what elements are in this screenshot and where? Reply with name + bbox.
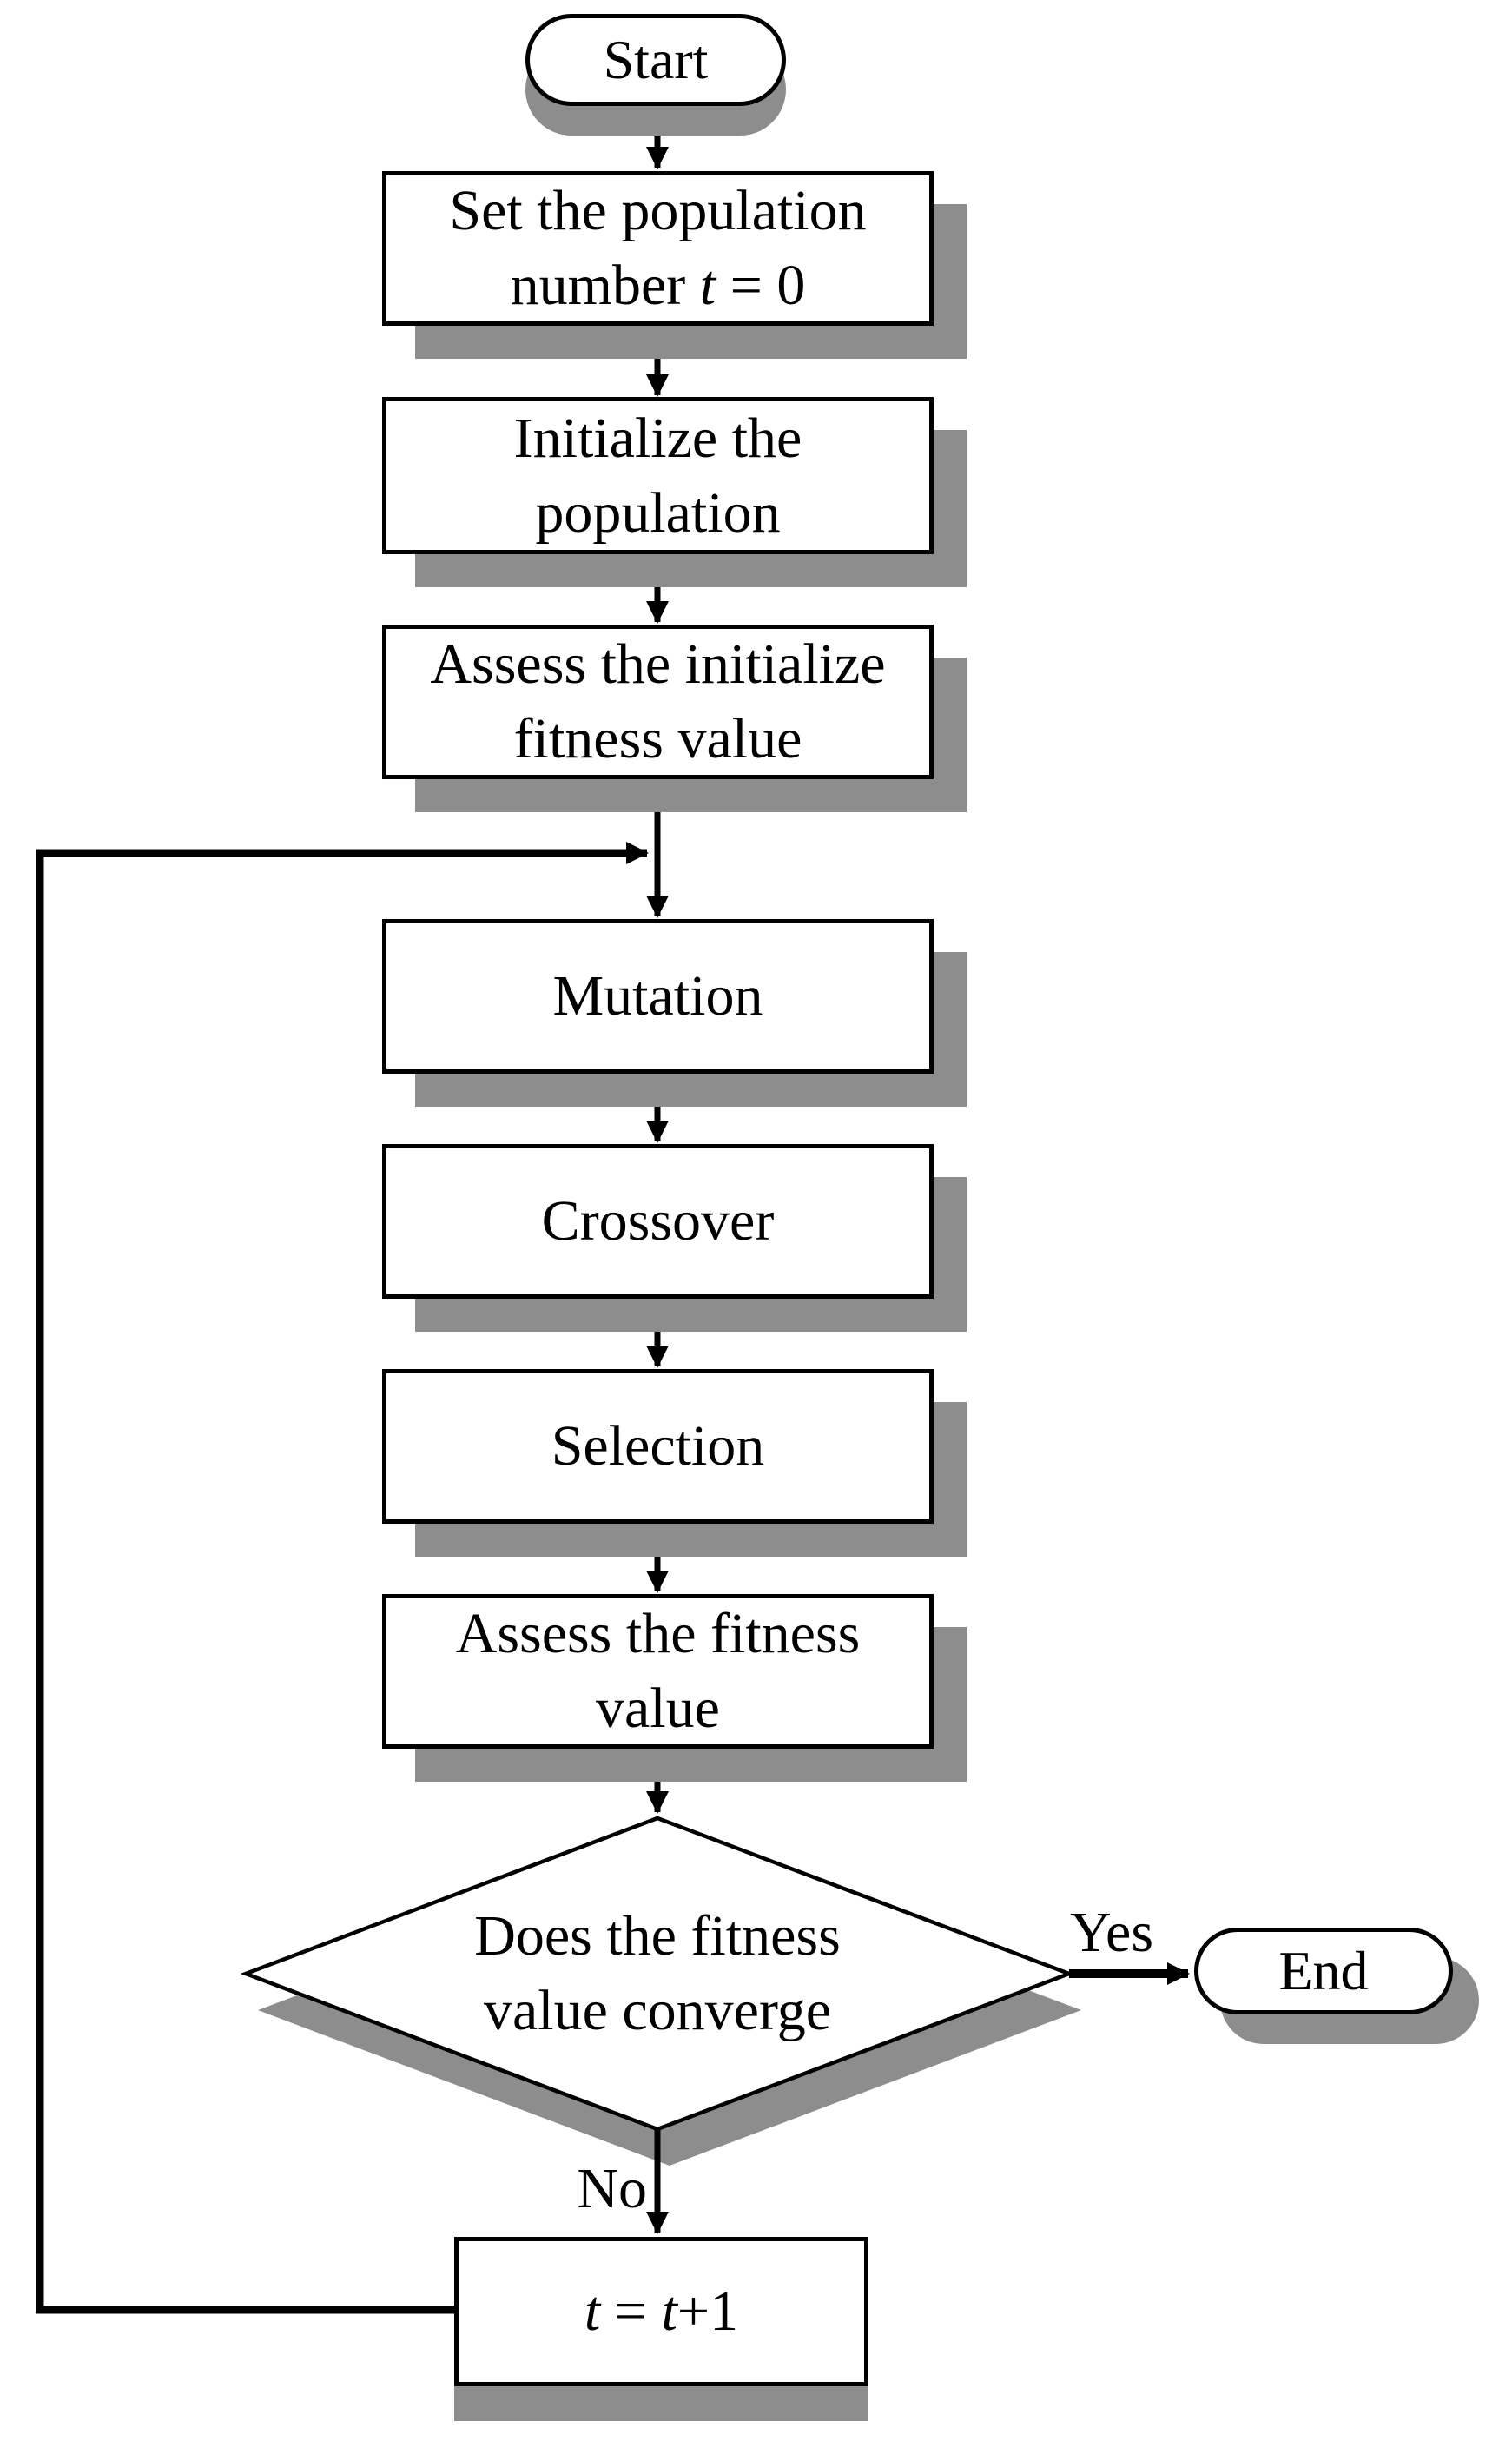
- node-mutation: Mutation: [382, 919, 934, 1074]
- node-initialize-line1: Initialize the: [513, 406, 802, 470]
- node-decision-converge: Does the fitness value converge: [380, 1897, 935, 2050]
- decision-diamond-shape: [240, 1816, 1075, 2132]
- node-selection-label: Selection: [551, 1414, 765, 1478]
- increment-var-t2: t: [661, 2279, 677, 2343]
- node-assess-initial-line1: Assess the initialize: [430, 632, 886, 696]
- node-initialize-population: Initialize the population: [382, 397, 934, 554]
- set-population-line2-post: = 0: [716, 254, 806, 317]
- node-assess-initial-line2: fitness value: [513, 707, 802, 771]
- node-end-label: End: [1278, 1940, 1369, 2001]
- node-assess-fitness-line2: value: [596, 1677, 720, 1740]
- node-assess-initial-fitness: Assess the initialize fitness value: [382, 625, 934, 779]
- node-set-population-line1: Set the population: [449, 179, 867, 242]
- node-assess-fitness-line1: Assess the fitness: [455, 1602, 861, 1665]
- increment-equals: =: [600, 2279, 662, 2343]
- node-initialize-line2: population: [535, 480, 781, 545]
- edge-loop-increment-to-mutation: [36, 842, 649, 2314]
- node-start: Start: [525, 14, 786, 106]
- node-selection: Selection: [382, 1369, 934, 1524]
- node-decision-line2: value converge: [483, 1979, 832, 2042]
- node-crossover-label: Crossover: [541, 1189, 775, 1253]
- node-increment-t: t = t+1: [454, 2237, 868, 2386]
- node-assess-fitness: Assess the fitness value: [382, 1594, 934, 1749]
- node-set-population: Set the population number t = 0: [382, 171, 934, 326]
- increment-var-t1: t: [584, 2279, 601, 2343]
- edge-label-no: No: [577, 2157, 647, 2220]
- node-increment-expression: t = t+1: [584, 2274, 738, 2349]
- node-end: End: [1194, 1928, 1453, 2014]
- set-population-line2-var-t: t: [699, 254, 716, 317]
- edge-label-yes: Yes: [1069, 1901, 1154, 1964]
- node-mutation-label: Mutation: [552, 964, 763, 1028]
- increment-suffix: +1: [677, 2279, 739, 2343]
- node-decision-line1: Does the fitness: [474, 1904, 841, 1968]
- set-population-line2-pre: number: [510, 254, 700, 317]
- node-crossover: Crossover: [382, 1144, 934, 1299]
- node-set-population-line2: number t = 0: [511, 248, 806, 323]
- node-start-label: Start: [603, 29, 709, 90]
